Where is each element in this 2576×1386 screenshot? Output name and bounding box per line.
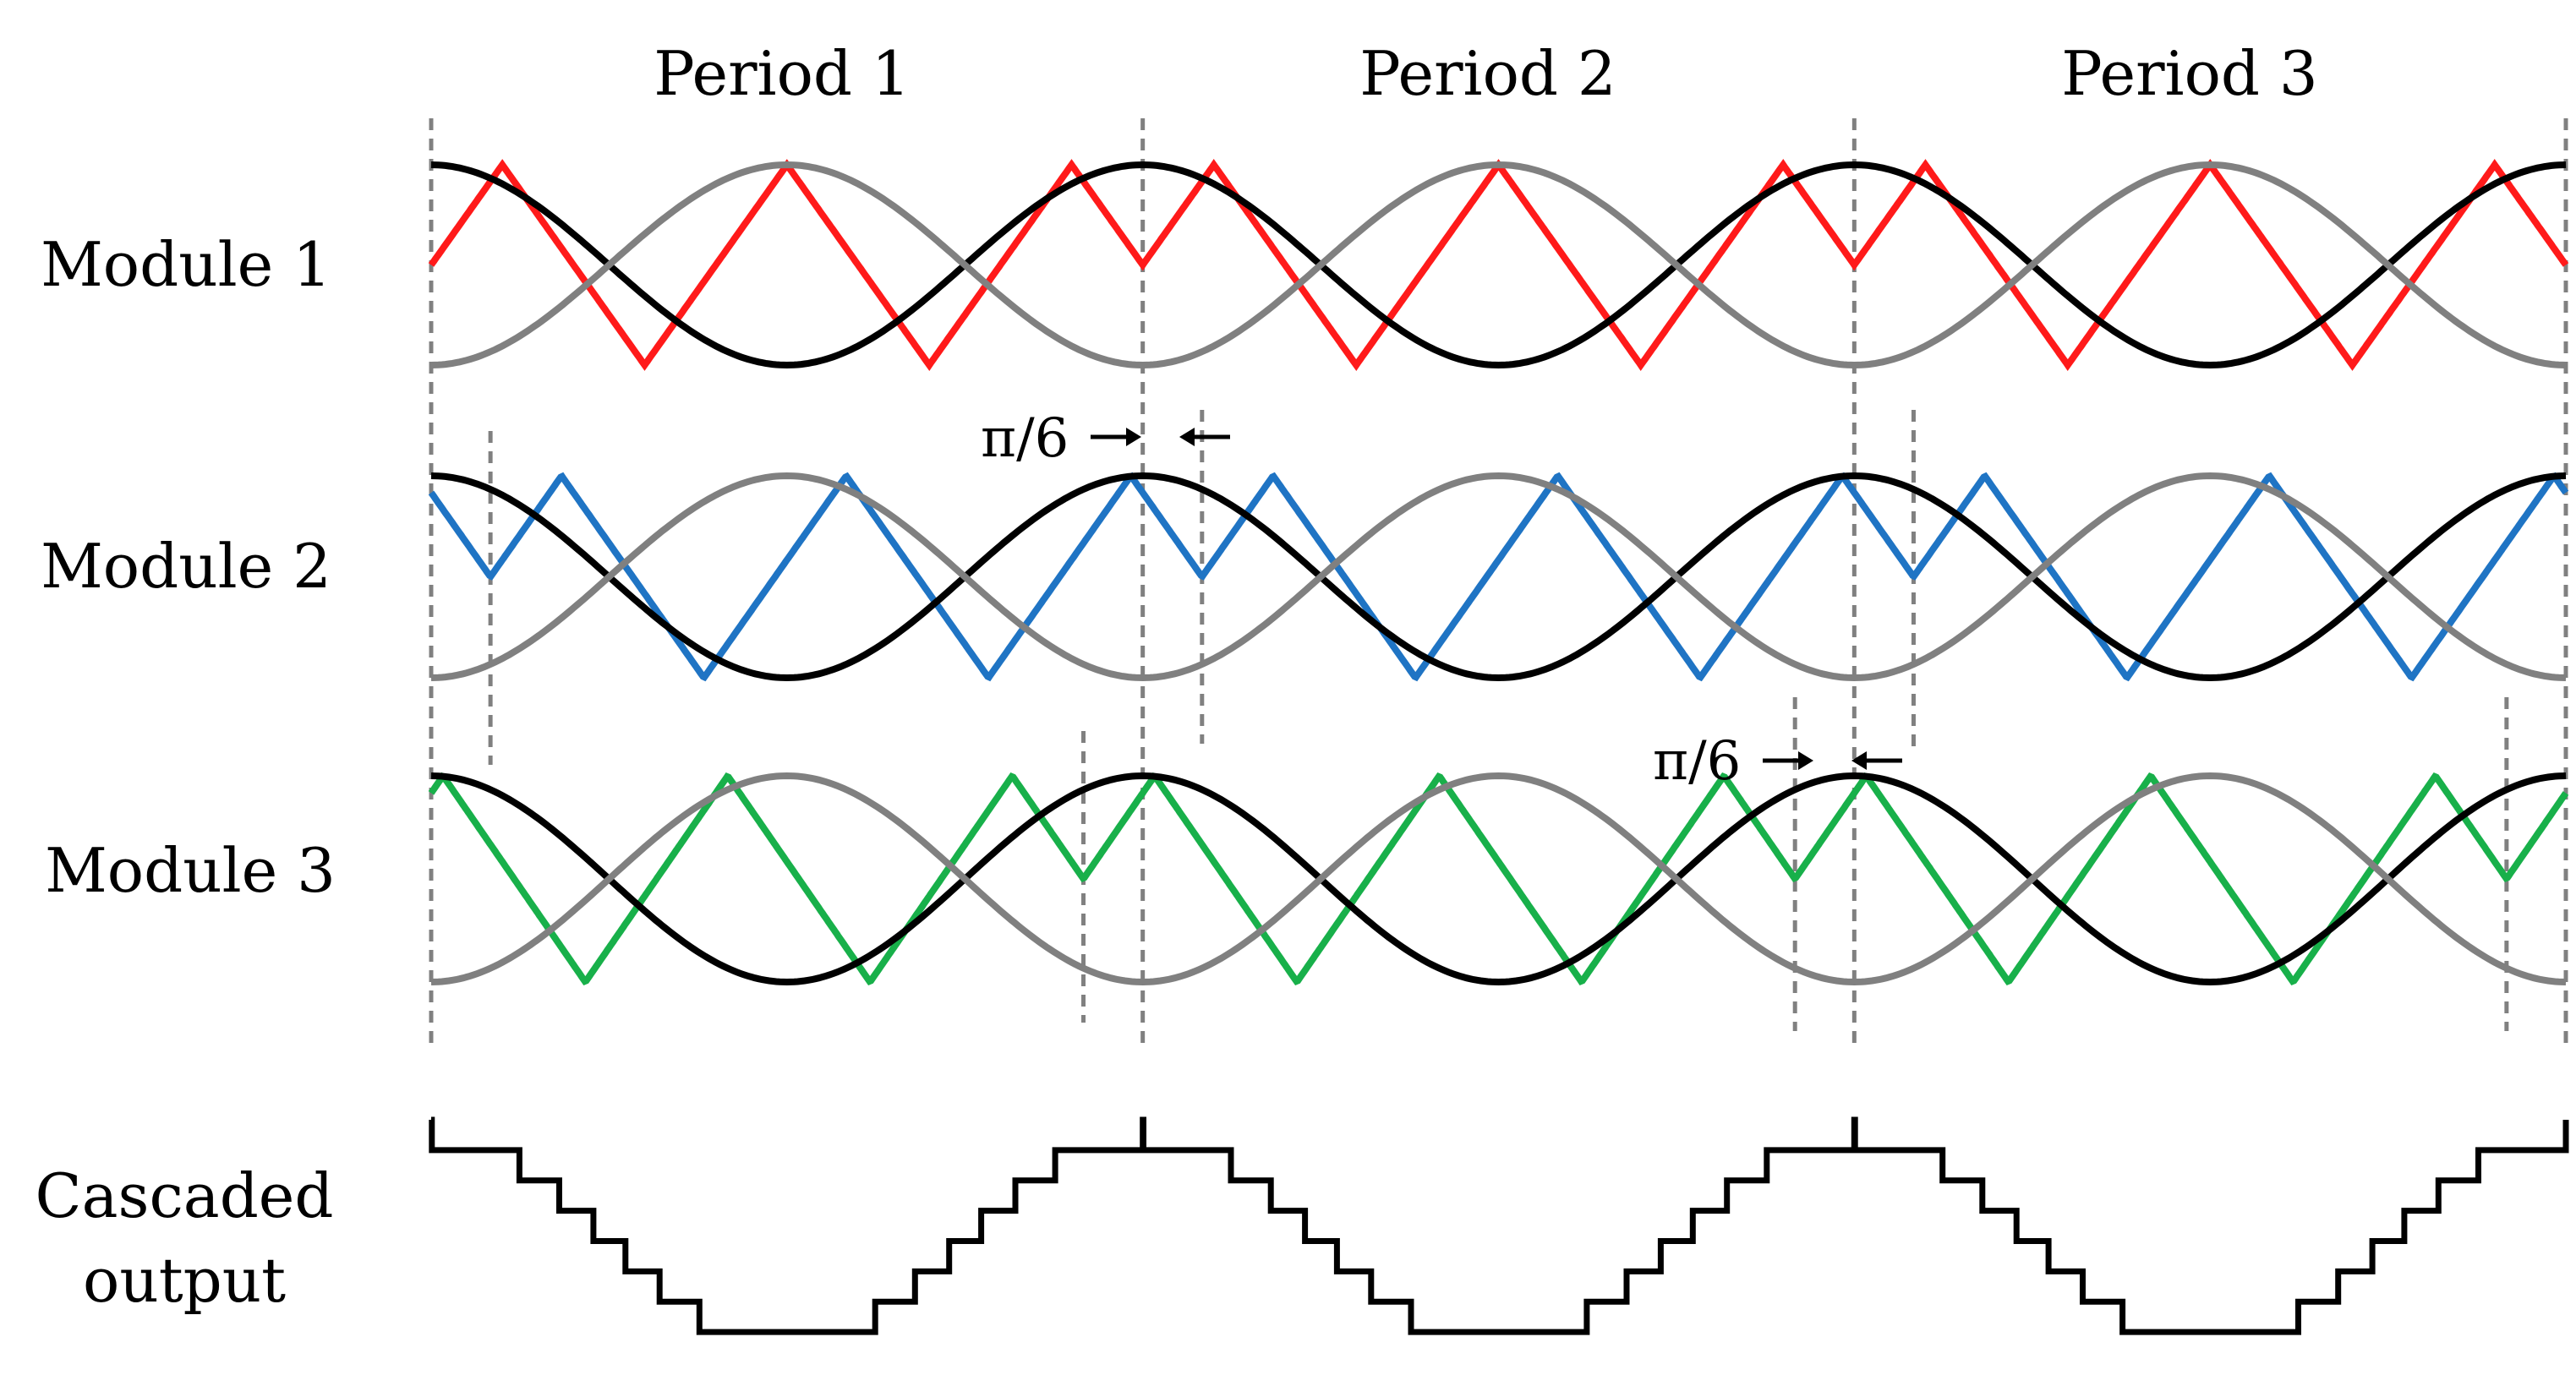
carrier-wave-1 bbox=[428, 158, 2569, 372]
arrow-left-head-icon bbox=[1851, 751, 1867, 770]
phase-shift-annotation-2: π/6 bbox=[1653, 730, 1902, 793]
phase-shift-label-2: π/6 bbox=[1653, 730, 1741, 793]
period-label-1: Period 1 bbox=[654, 38, 910, 109]
module-label-3: Module 3 bbox=[45, 835, 336, 906]
reference-wave-b-1 bbox=[430, 161, 2567, 369]
module-label-1: Module 1 bbox=[41, 229, 331, 300]
reference-wave-a-3 bbox=[430, 772, 2567, 986]
reference-wave-a-2 bbox=[430, 472, 2567, 682]
reference-wave-b-2 bbox=[430, 472, 2567, 682]
phase-shift-label-1: π/6 bbox=[981, 407, 1069, 470]
arrow-right-head-icon bbox=[1126, 428, 1141, 446]
reference-wave-b-3 bbox=[430, 772, 2567, 986]
module-3-waveforms bbox=[428, 772, 2569, 986]
cascaded-output-waveform bbox=[429, 1116, 2569, 1335]
arrow-left-head-icon bbox=[1179, 428, 1195, 446]
module-2-waveforms bbox=[428, 472, 2569, 682]
output-label-line1: Cascaded bbox=[35, 1160, 333, 1231]
reference-wave-a-1 bbox=[430, 161, 2567, 369]
period-label-3: Period 3 bbox=[2061, 38, 2317, 109]
module-label-2: Module 2 bbox=[41, 531, 331, 602]
output-label-line2: output bbox=[83, 1245, 286, 1316]
carrier-wave-3 bbox=[428, 772, 2569, 986]
carrier-wave-2 bbox=[428, 472, 2569, 682]
period-label-2: Period 2 bbox=[1359, 38, 1616, 109]
module-1-waveforms bbox=[428, 158, 2569, 372]
phase-shift-annotation-1: π/6 bbox=[981, 407, 1230, 470]
arrow-right-head-icon bbox=[1798, 751, 1813, 770]
